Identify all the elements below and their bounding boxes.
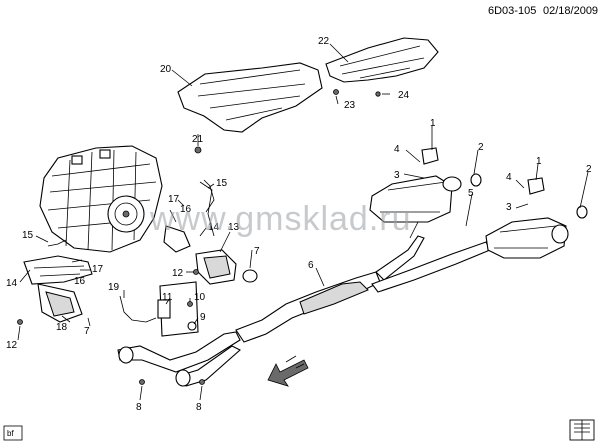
callout-6: 6 <box>308 260 314 271</box>
callout-21: 21 <box>192 134 204 145</box>
leader-lines <box>17 43 589 401</box>
callout-2-right: 2 <box>586 164 592 175</box>
callout-18: 18 <box>56 322 68 333</box>
corner-badge: bf <box>3 425 23 441</box>
heat-shield-20 <box>177 62 323 133</box>
callout-19: 19 <box>108 282 120 293</box>
callout-16-lower: 16 <box>74 276 86 287</box>
bracket-11 <box>157 299 171 319</box>
callout-8-left: 8 <box>136 402 142 413</box>
engine-block <box>39 145 163 253</box>
callout-23: 23 <box>344 100 356 111</box>
callout-12-left: 12 <box>6 340 18 351</box>
intermediate-pipe-resonator <box>235 203 491 343</box>
callout-3-right: 3 <box>506 202 512 213</box>
left-muffler <box>369 147 482 223</box>
left-manifold-converter <box>17 255 93 325</box>
callout-4-right: 4 <box>506 172 512 183</box>
callout-9: 9 <box>200 312 206 323</box>
callout-10: 10 <box>194 292 206 303</box>
front-direction-arrow-icon <box>267 355 309 387</box>
callout-14-upper: 14 <box>208 222 220 233</box>
front-y-pipe <box>117 281 241 387</box>
fastener-24 <box>375 91 381 97</box>
callout-2-left: 2 <box>478 142 484 153</box>
bolt-12-left <box>17 319 23 325</box>
callout-8-right: 8 <box>196 402 202 413</box>
callout-24: 24 <box>398 90 410 101</box>
callout-1-right: 1 <box>536 156 542 167</box>
manual-book-icon <box>569 419 595 441</box>
callout-3-left: 3 <box>394 170 400 181</box>
right-muffler <box>485 177 588 259</box>
heat-shield-22 <box>325 37 439 83</box>
callout-12-right: 12 <box>172 268 184 279</box>
oxygen-sensor-15-lower <box>47 239 67 247</box>
callout-20: 20 <box>160 64 172 75</box>
callout-1-left: 1 <box>430 118 436 129</box>
callout-7-lower: 7 <box>84 326 90 337</box>
watermark-text: www.gmsklad.ru <box>149 200 412 238</box>
callout-11: 11 <box>162 292 173 303</box>
fastener-21 <box>194 146 202 154</box>
callout-16-upper: 16 <box>180 204 192 215</box>
nut-8-left <box>139 379 145 385</box>
fastener-23 <box>333 89 339 95</box>
callout-15-lower: 15 <box>22 230 34 241</box>
nut-10 <box>187 301 193 307</box>
right-manifold-parts <box>163 181 258 285</box>
diagram-date: 02/18/2009 <box>543 5 598 17</box>
heat-shield-22-ribs <box>339 45 425 79</box>
callout-5: 5 <box>468 188 474 199</box>
callout-14-lower: 14 <box>6 278 18 289</box>
callout-labels: 20 22 23 24 21 1 4 2 3 1 2 4 3 5 15 17 1… <box>6 36 592 413</box>
callout-15-upper: 15 <box>216 178 228 189</box>
corner-badge-label: bf <box>7 429 14 438</box>
callout-13: 13 <box>228 222 240 233</box>
heat-shield-20-ribs <box>197 69 306 121</box>
bolt-12-right <box>193 269 199 275</box>
oxygen-sensor-15-upper <box>203 179 215 213</box>
callout-22: 22 <box>318 36 330 47</box>
callout-7-upper: 7 <box>254 246 260 257</box>
callout-17-upper: 17 <box>168 194 180 205</box>
callout-4-left: 4 <box>394 144 400 155</box>
diagram-code: 6D03-105 <box>488 5 536 17</box>
oxygen-sensor-19 <box>119 295 157 323</box>
callout-17-lower: 17 <box>92 264 104 275</box>
nut-8-right <box>199 379 205 385</box>
